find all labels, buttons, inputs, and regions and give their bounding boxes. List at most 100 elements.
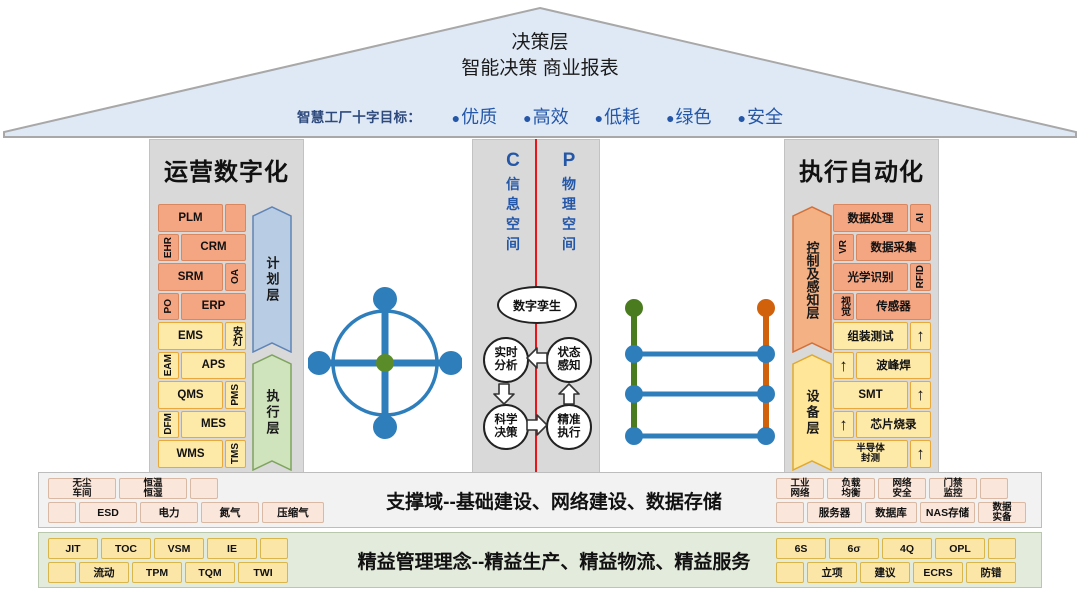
decision-layer-title: 决策层 — [511, 32, 569, 53]
left-module-secondary-box[interactable]: TMS — [225, 440, 246, 468]
chip-item[interactable]: OPL — [935, 538, 985, 559]
left-module-secondary-box[interactable]: PO — [158, 292, 179, 320]
chip-item[interactable]: 防错 — [966, 562, 1016, 583]
chip-item[interactable]: 氮气 — [201, 502, 259, 523]
right-module-primary-box[interactable]: 传感器 — [856, 292, 931, 320]
secondary-box-label: EHR — [162, 236, 174, 258]
band-shape — [792, 354, 832, 471]
chip-item[interactable]: TWI — [238, 562, 288, 583]
chip-item[interactable]: VSM — [154, 538, 204, 559]
right-module-primary-box[interactable]: 数据处理 — [833, 204, 908, 232]
right-module-primary-box[interactable]: 半导体封测 — [833, 440, 908, 468]
band-shape — [252, 354, 292, 471]
chip-item[interactable]: IE — [207, 538, 257, 559]
chip-line: 数据 — [992, 502, 1012, 513]
node-state-sensing: 状态 感知 — [546, 337, 592, 383]
goal-item-1: ●优质 — [452, 103, 497, 129]
arrow-up-icon: ↑ — [916, 444, 925, 464]
left-module-secondary-box[interactable]: EHR — [158, 233, 179, 261]
left-module-primary-box[interactable]: QMS — [158, 381, 223, 409]
right-module-row: 传感器视觉 — [833, 292, 931, 320]
left-module-secondary-box[interactable]: 安灯 — [225, 322, 246, 350]
left-module-secondary-box[interactable]: EAM — [158, 351, 179, 379]
chip-item[interactable]: 建议 — [860, 562, 910, 583]
chip-spacer — [980, 478, 1008, 499]
chip-item[interactable]: 电力 — [140, 502, 198, 523]
right-module-secondary-box[interactable]: ↑ — [833, 410, 854, 438]
node-line-1: 科学 — [494, 414, 518, 426]
chip-item[interactable]: 流动 — [79, 562, 129, 583]
band-label: 控制及感知层 — [792, 206, 832, 353]
chip-item[interactable]: TOC — [101, 538, 151, 559]
node-line-2: 执行 — [557, 427, 581, 439]
support-domain-title: 支撑域--基础建设、网络建设、数据存储 — [386, 491, 722, 513]
chip-line: 恒温 — [143, 478, 163, 489]
chip-item[interactable]: 负载均衡 — [827, 478, 875, 499]
right-module-secondary-box[interactable]: ↑ — [833, 351, 854, 379]
chip-item[interactable]: 网络安全 — [878, 478, 926, 499]
chip-item[interactable]: 4Q — [882, 538, 932, 559]
cps-label-char: 息 — [506, 196, 520, 212]
chip-item[interactable]: 无尘车间 — [48, 478, 116, 499]
left-module-row: PLM — [158, 204, 246, 232]
chip-line: 均衡 — [841, 487, 861, 499]
arrow-up-icon: ↑ — [916, 385, 925, 405]
left-module-secondary-box[interactable]: DFM — [158, 410, 179, 438]
right-module-secondary-box[interactable]: ↑ — [910, 440, 931, 468]
chip-item[interactable]: 门禁监控 — [929, 478, 977, 499]
left-module-secondary-box[interactable] — [225, 204, 246, 232]
right-module-primary-box[interactable]: 组装测试 — [833, 322, 908, 350]
chip-spacer — [776, 502, 804, 523]
right-module-secondary-box[interactable]: RFID — [910, 263, 931, 291]
right-module-secondary-box[interactable]: AI — [910, 204, 931, 232]
left-module-secondary-box[interactable]: PMS — [225, 381, 246, 409]
goals-label: 智慧工厂十字目标： — [297, 110, 422, 125]
chip-item[interactable]: 数据实备 — [978, 502, 1026, 523]
left-module-primary-box[interactable]: MES — [181, 410, 246, 438]
chip-item[interactable]: 立项 — [807, 562, 857, 583]
right-module-primary-box[interactable]: SMT — [833, 381, 908, 409]
right-module-primary-box[interactable]: 芯片烧录 — [856, 410, 931, 438]
left-module-primary-box[interactable]: PLM — [158, 204, 223, 232]
chip-line: 车间 — [72, 487, 92, 499]
chip-item[interactable]: TQM — [185, 562, 235, 583]
chip-item[interactable]: 服务器 — [807, 502, 862, 523]
arrow-state-to-realtime-icon — [526, 347, 548, 369]
right-module-secondary-box[interactable]: VR — [833, 233, 854, 261]
chip-item[interactable]: 恒温恒湿 — [119, 478, 187, 499]
left-module-primary-box[interactable]: WMS — [158, 440, 223, 468]
chip-spacer — [48, 502, 76, 523]
left-module-primary-box[interactable]: APS — [181, 351, 246, 379]
left-module-primary-box[interactable]: EMS — [158, 322, 223, 350]
right-module-row: 芯片烧录↑ — [833, 410, 931, 438]
chip-spacer — [48, 562, 76, 583]
left-module-secondary-box[interactable]: OA — [225, 263, 246, 291]
chip-item[interactable]: 工业网络 — [776, 478, 824, 499]
secondary-box-label: OA — [229, 269, 241, 285]
physical-letter: P — [562, 150, 576, 171]
left-module-primary-box[interactable]: CRM — [181, 233, 246, 261]
chip-item[interactable]: NAS存储 — [920, 502, 975, 523]
right-module-primary-box[interactable]: 数据采集 — [856, 233, 931, 261]
right-module-primary-box[interactable]: 波峰焊 — [856, 351, 931, 379]
cps-label-char: 空 — [506, 216, 520, 232]
right-module-secondary-box[interactable]: ↑ — [910, 381, 931, 409]
right-module-primary-box[interactable]: 光学识别 — [833, 263, 908, 291]
chip-item[interactable]: 6S — [776, 538, 826, 559]
chip-item[interactable]: 压缩气 — [262, 502, 324, 523]
left-module-primary-box[interactable]: SRM — [158, 263, 223, 291]
physical-space-label: 物理空间 — [542, 174, 596, 254]
cyber-letter: C — [506, 150, 520, 171]
chip-item[interactable]: JIT — [48, 538, 98, 559]
chip-item[interactable]: ECRS — [913, 562, 963, 583]
chip-item[interactable]: 6σ — [829, 538, 879, 559]
right-module-secondary-box[interactable]: ↑ — [910, 322, 931, 350]
left-module-primary-box[interactable]: ERP — [181, 292, 246, 320]
chip-item[interactable]: TPM — [132, 562, 182, 583]
chip-item[interactable]: ESD — [79, 502, 137, 523]
chip-item[interactable]: 数据库 — [865, 502, 917, 523]
right-module-secondary-box[interactable]: 视觉 — [833, 292, 854, 320]
